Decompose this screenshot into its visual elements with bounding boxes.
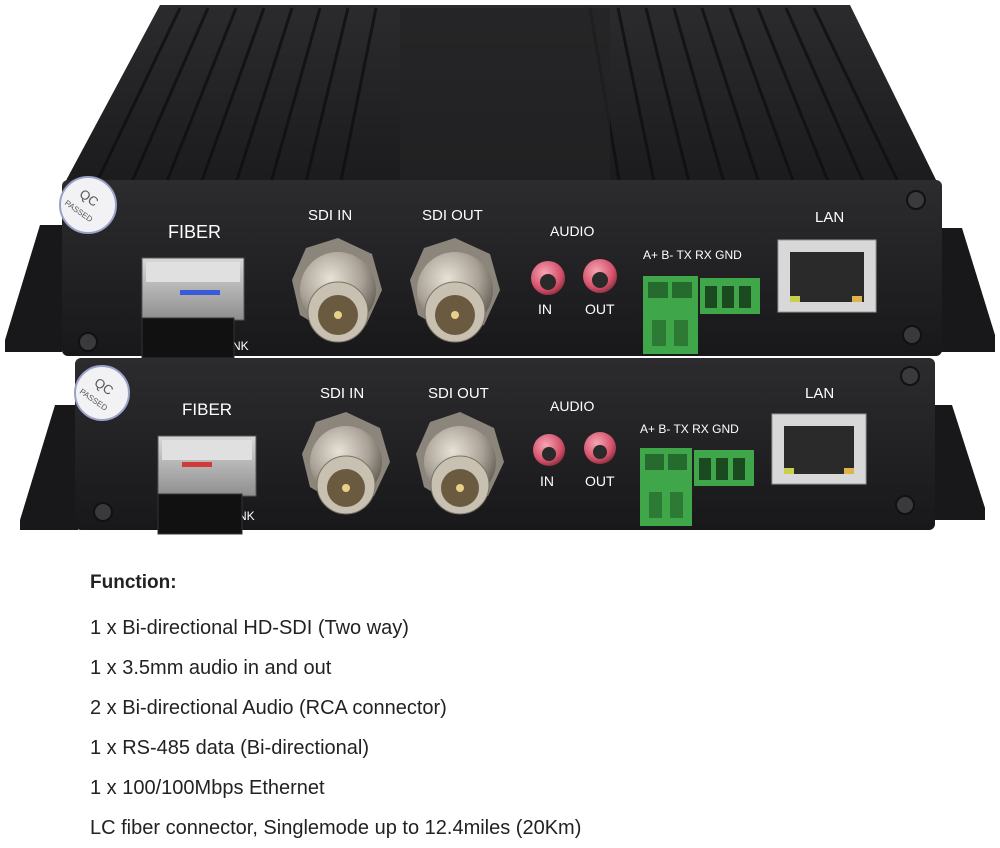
rj45-lan-port — [771, 413, 867, 485]
audio-label: AUDIO — [550, 223, 594, 239]
rs485-terminal-block — [640, 448, 754, 526]
audio-out-label: OUT — [585, 301, 615, 317]
screw-icon — [906, 190, 926, 210]
bnc-sdi-out-connector — [416, 412, 504, 515]
screw-icon — [78, 332, 98, 352]
sfp-fiber-module — [141, 257, 245, 359]
rca-audio-in-jack — [533, 434, 565, 466]
audio-out-label: OUT — [585, 473, 615, 489]
function-line: 1 x RS-485 data (Bi-directional) — [90, 737, 370, 759]
function-line: 1 x Bi-directional HD-SDI (Two way) — [90, 617, 409, 639]
audio-in-label: IN — [538, 301, 552, 317]
function-description: Function: 1 x Bi-directional HD-SDI (Two… — [90, 568, 970, 848]
sdi-in-label: SDI IN — [308, 207, 352, 224]
screw-icon — [900, 366, 920, 386]
function-heading: Function: — [90, 572, 177, 593]
sfp-fiber-module — [157, 435, 257, 535]
fiber-label: FIBER — [168, 222, 221, 242]
terminal-label: A+ B- TX RX GND — [640, 422, 739, 436]
left-mounting-ear — [20, 405, 78, 530]
rca-audio-in-jack — [531, 261, 565, 295]
screw-icon — [895, 495, 915, 515]
lan-label: LAN — [815, 209, 844, 226]
audio-in-label: IN — [540, 473, 554, 489]
rca-audio-out-jack — [584, 432, 616, 464]
terminal-label: A+ B- TX RX GND — [643, 248, 742, 262]
bnc-sdi-in-connector — [292, 238, 382, 343]
screw-icon — [902, 325, 922, 345]
rj45-lan-port — [777, 239, 877, 313]
link-label: NK — [232, 339, 249, 353]
screw-icon — [93, 502, 113, 522]
bnc-sdi-in-connector — [302, 412, 390, 515]
bnc-sdi-out-connector — [410, 238, 500, 343]
right-mounting-ear — [930, 405, 985, 520]
rca-audio-out-jack — [583, 259, 617, 293]
lower-unit: QC PASSED FIBER SDI IN SDI OUT AUDIO IN … — [20, 358, 985, 535]
product-photo: QC PASSED FIBER SDI IN SDI OUT AUDIO IN … — [5, 5, 995, 535]
function-line: 1 x 100/100Mbps Ethernet — [90, 777, 325, 799]
upper-unit: QC PASSED FIBER SDI IN SDI OUT AUDIO IN … — [5, 5, 995, 359]
function-line: 2 x Bi-directional Audio (RCA connector) — [90, 697, 447, 719]
rs485-terminal-block — [643, 276, 760, 354]
fiber-label: FIBER — [182, 400, 232, 419]
function-line: LC fiber connector, Singlemode up to 12.… — [90, 817, 582, 839]
sdi-out-label: SDI OUT — [422, 207, 483, 224]
right-mounting-ear — [935, 228, 995, 352]
sdi-out-label: SDI OUT — [428, 385, 489, 402]
audio-label: AUDIO — [550, 398, 594, 414]
front-panel — [75, 358, 935, 530]
qc-sticker: QC PASSED — [59, 176, 117, 234]
left-mounting-ear — [5, 225, 62, 352]
lan-label: LAN — [805, 385, 834, 402]
sdi-in-label: SDI IN — [320, 385, 364, 402]
qc-sticker: QC PASSED — [74, 365, 130, 421]
function-line: 1 x 3.5mm audio in and out — [90, 657, 332, 679]
